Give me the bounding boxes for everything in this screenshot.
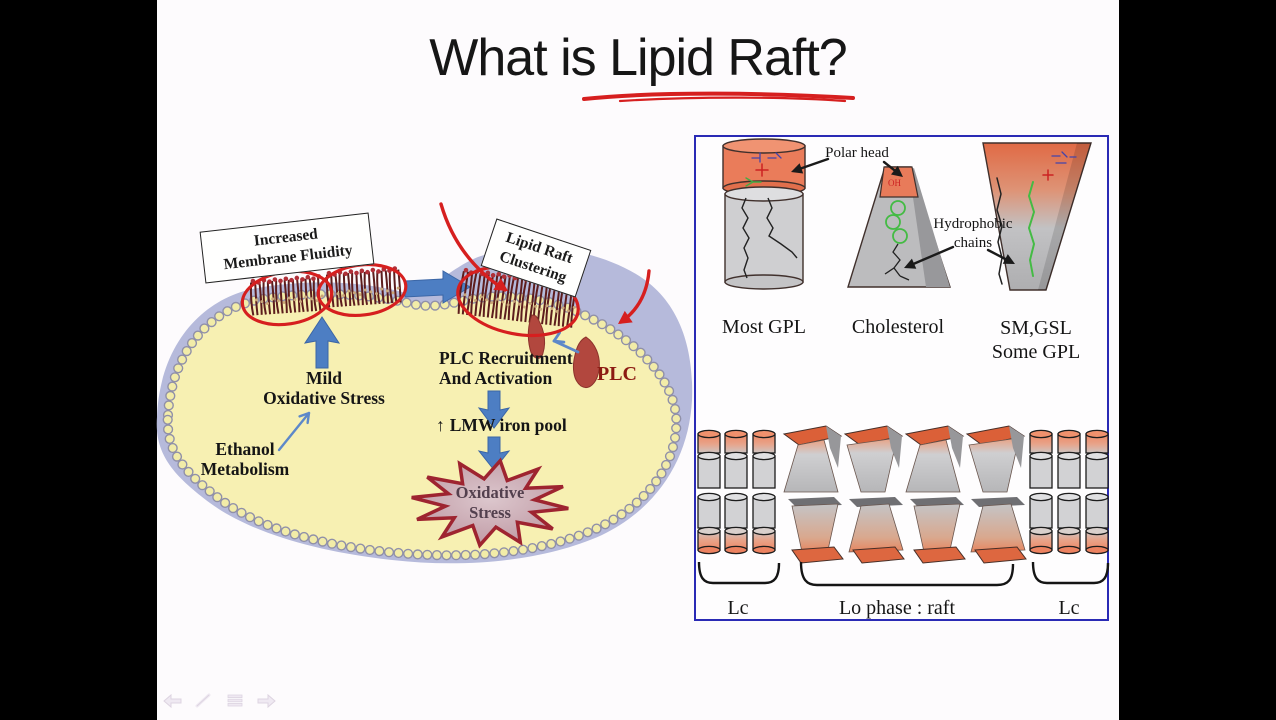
label-lc-right: Lc bbox=[1058, 597, 1080, 619]
label-cholesterol: Cholesterol bbox=[851, 316, 945, 338]
label-most-gpl: Most GPL bbox=[722, 316, 806, 338]
label-mild-oxidative-stress: Mild Oxidative Stress bbox=[263, 368, 385, 408]
slide-title: What is Lipid Raft? bbox=[429, 29, 847, 87]
label-lmw-iron-pool: ↑ LMW iron pool bbox=[436, 415, 567, 435]
label-plc-enzyme: PLC bbox=[597, 363, 637, 385]
next-slide-button[interactable] bbox=[255, 691, 277, 710]
label-ethanol-metabolism: Ethanol Metabolism bbox=[200, 439, 290, 479]
label-lc-left: Lc bbox=[727, 597, 749, 619]
presenter-toolbar bbox=[162, 691, 277, 710]
menu-button[interactable] bbox=[224, 691, 246, 710]
label-lo-phase-raft: Lo phase : raft bbox=[838, 597, 956, 619]
letterbox-left bbox=[0, 0, 157, 720]
lipid-panel-frame bbox=[694, 135, 1109, 621]
label-plc-recruitment: PLC Recruitment And Activation bbox=[439, 348, 573, 388]
label-hydrophobic-chains: Hydrophobic chains bbox=[933, 216, 1013, 251]
previous-slide-button[interactable] bbox=[162, 691, 184, 710]
label-sm-gsl: SM,GSL Some GPL bbox=[991, 317, 1081, 363]
pen-button[interactable] bbox=[193, 691, 215, 710]
letterbox-right bbox=[1119, 0, 1276, 720]
label-oxidative-stress: Oxidative Stress bbox=[455, 483, 525, 522]
up-arrow-glyph: ↑ bbox=[436, 415, 445, 435]
label-polar-head: Polar head bbox=[825, 145, 889, 161]
